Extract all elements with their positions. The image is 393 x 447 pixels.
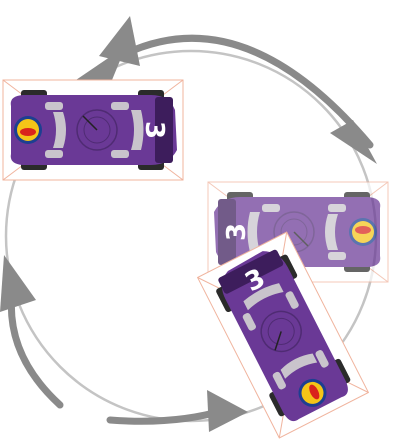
car-2-number: 3 bbox=[222, 223, 252, 241]
car-position-1: 3 bbox=[3, 80, 183, 180]
rotation-arrow-bottom-left bbox=[0, 255, 60, 405]
car-1-number: 3 bbox=[139, 121, 169, 139]
